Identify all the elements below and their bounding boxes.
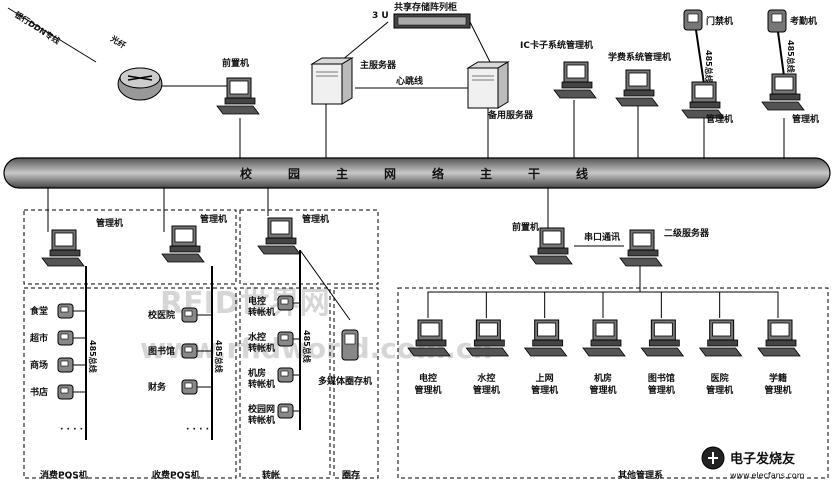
transfer-pos-icon-2: [277, 367, 294, 383]
serial-label: 串口通讯: [584, 231, 620, 243]
transfer-pos-icon-1: [277, 331, 294, 347]
kiosk-label: 多媒体圈存机: [318, 375, 372, 387]
charging-label-2: 财务: [147, 381, 167, 393]
consumption-pos-icon-3: [57, 384, 74, 400]
router-icon: [117, 67, 163, 101]
left-manager-2-icon: [161, 225, 205, 263]
charging-pos-icon-0: [181, 307, 198, 323]
right-machine-label-3: 机房管理机: [589, 372, 616, 396]
front-machine-icon: [216, 77, 260, 115]
consumption-label-3: 书店: [30, 386, 48, 398]
right-machine-label-6: 学籍管理机: [764, 372, 791, 396]
ic-manager-icon: [553, 61, 597, 99]
attendance-manager-icon: [761, 73, 805, 111]
dots-b: · · · ·: [186, 425, 209, 435]
transfer-label-1: 水控转帐机: [248, 331, 275, 354]
storage-label: 共享存储阵列柜: [394, 1, 457, 13]
attendance-manager-label: 管理机: [792, 113, 819, 125]
left-boxes: [23, 209, 829, 479]
heartbeat-label: 心跳线: [396, 75, 423, 87]
attendance-machine-label: 考勤机: [790, 15, 817, 27]
transfer-label-0: 电控转帐机: [248, 295, 275, 318]
right-machine-icon-4: [640, 319, 684, 357]
backup-server-label: 备用服务器: [487, 109, 534, 121]
consumption-pos-icon-1: [57, 330, 74, 346]
brand-logo-icon: [701, 446, 725, 470]
main-server-icon: [311, 57, 353, 105]
door-manager-icon: [681, 81, 725, 119]
fiber-label: 光纤: [108, 33, 128, 51]
other-system-managers: 电控管理机 水控管理机 上网管理机 机房管理机 图书馆管理机 医院管理机 学籍管理机: [407, 319, 801, 396]
brand-name: 电子发烧友: [730, 451, 795, 467]
kiosk-icon: [341, 329, 359, 361]
fee-manager-icon: [615, 69, 659, 107]
backup-server-icon: [467, 61, 509, 109]
door-manager-label: 管理机: [706, 113, 733, 125]
consumption-label-1: 超市: [29, 332, 48, 344]
front-machine-label: 前置机: [222, 57, 249, 69]
bus-c-label: 485总线: [302, 330, 312, 363]
right-machine-label-2: 上网管理机: [531, 372, 558, 396]
right-machine-label-4: 图书馆管理机: [648, 372, 675, 396]
ic-manager-label: IC卡子系统管理机: [520, 39, 593, 51]
attendance-bus-label: 485总线: [786, 40, 796, 73]
secondary-server-label: 二级服务器: [664, 227, 710, 239]
storage-cabinet-icon: [393, 13, 471, 29]
left-manager-1-icon: [41, 229, 85, 267]
right-machine-icon-6: [757, 319, 801, 357]
right-machine-icon-5: [699, 319, 743, 357]
bus-b-label: 485总线: [214, 340, 224, 373]
charging-label-0: 校医院: [148, 309, 175, 321]
right-machine-icon-3: [582, 319, 626, 357]
top-connections: [7, 7, 785, 165]
dots-a: · · · ·: [60, 425, 83, 435]
left-manager-3-label: 管理机: [302, 213, 329, 225]
bus-a-label: 485总线: [88, 340, 98, 373]
left-manager-1-label: 管理机: [96, 217, 123, 229]
consumption-pos-icon-0: [57, 303, 74, 319]
right-machine-label-5: 医院管理机: [706, 372, 733, 396]
section-label-transfer: 转帐: [262, 469, 280, 481]
section-label-consumption: 消费POS机: [40, 469, 88, 481]
right-machine-links: [427, 292, 779, 318]
consumption-pos-icon-2: [57, 357, 74, 373]
right-machine-label-0: 电控管理机: [414, 372, 441, 396]
section-label-other: 其他管理系: [618, 469, 663, 481]
right-machine-label-1: 水控管理机: [473, 372, 500, 396]
transfer-pos-icon-0: [277, 295, 294, 311]
transfer-label-3: 校园网转帐机: [248, 403, 275, 426]
right-machine-icon-2: [524, 319, 568, 357]
section-label-loading: 圈存: [342, 469, 360, 481]
left-links: [47, 188, 351, 440]
charging-pos-icon-1: [181, 343, 198, 359]
door-machine-icon: [683, 9, 703, 31]
left-manager-2-label: 管理机: [200, 213, 227, 225]
transfer-pos-icon-3: [277, 403, 294, 419]
charging-label-1: 图书馆: [148, 345, 175, 357]
right-front-label: 前置机: [512, 221, 539, 233]
consumption-label-0: 食堂: [29, 305, 48, 317]
attendance-machine-icon: [767, 9, 787, 33]
fee-manager-label: 学费系统管理机: [608, 51, 671, 63]
bank-line-label: 银行DDN专线: [12, 9, 62, 46]
main-server-label: 主服务器: [360, 59, 397, 71]
charging-pos-icon-2: [181, 379, 198, 395]
storage-3u-label: 3 U: [372, 11, 389, 21]
consumption-label-2: 商场: [30, 359, 48, 371]
transfer-label-2: 机房转帐机: [248, 367, 275, 390]
secondary-server-icon: [619, 229, 663, 267]
brand-url: www.elecfans.com: [730, 471, 805, 480]
section-label-charging: 收费POS机: [152, 469, 200, 481]
backbone-tube: [3, 157, 831, 189]
door-bus-label: 485总线: [704, 50, 714, 83]
door-machine-label: 门禁机: [706, 15, 733, 27]
left-manager-3-icon: [257, 217, 301, 255]
right-front-icon: [529, 227, 573, 265]
